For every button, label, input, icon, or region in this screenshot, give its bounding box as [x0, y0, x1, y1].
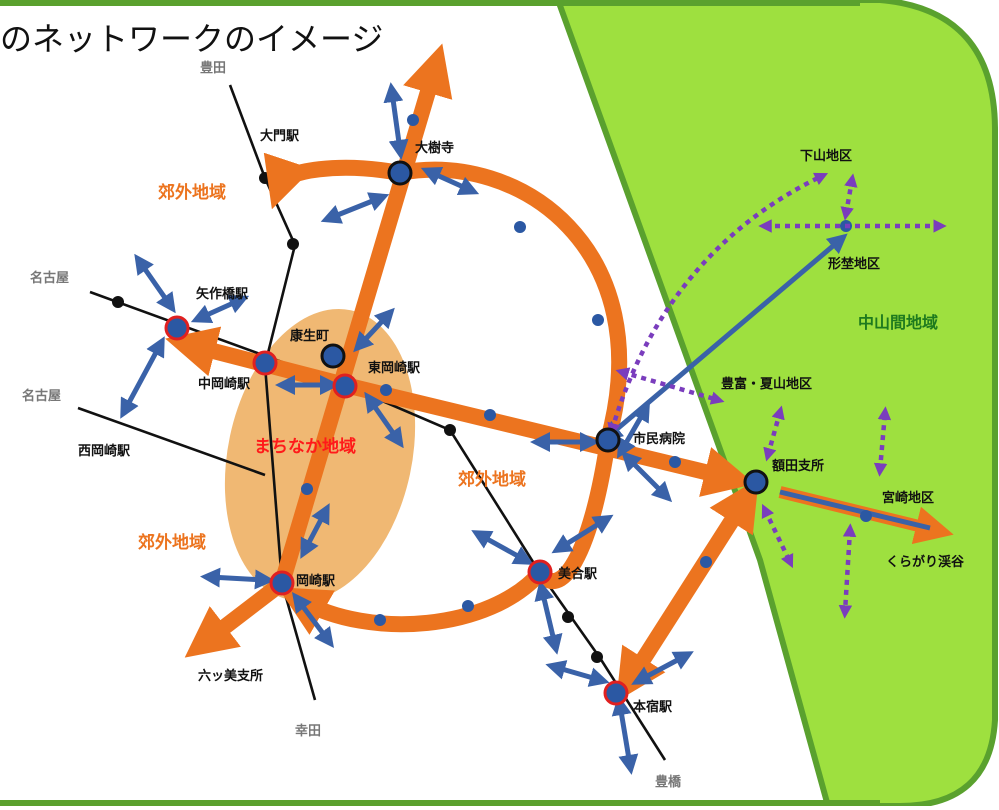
label-nagoya-1: 名古屋	[30, 270, 69, 286]
label-daimon: 大門駅	[260, 128, 300, 144]
destination-labels: 豊田 名古屋 名古屋 幸田 豊橋	[22, 60, 682, 790]
label-shimin-byoin: 市民病院	[633, 431, 685, 447]
label-keiyo: 形埜地区	[828, 256, 880, 272]
on-demand-arrows	[607, 172, 947, 619]
label-daijuji: 大樹寺	[415, 140, 454, 156]
area-labels: 郊外地域 郊外地域 郊外地域 まちなか地域 中山間地域	[138, 182, 938, 553]
label-koseicho: 康生町	[290, 328, 329, 344]
label-suburban-center: 郊外地域	[458, 469, 526, 490]
label-miyazaki: 宮崎地区	[882, 490, 934, 506]
map-title: のネットワークのイメージ	[0, 20, 384, 58]
label-suburban-upper-left: 郊外地域	[158, 182, 226, 203]
label-suburban-lower-left: 郊外地域	[138, 532, 206, 553]
label-mutsumi: 六ッ美支所	[198, 668, 263, 684]
hub-nodes	[164, 160, 769, 706]
station-labels: 大門駅 矢作橋駅 西岡崎駅 中岡崎駅 東岡崎駅 岡崎駅 美合駅 本宿駅	[78, 128, 673, 715]
label-toyota: 豊田	[200, 60, 226, 76]
label-nishiokazaki: 西岡崎駅	[78, 443, 131, 459]
label-shimoyama: 下山地区	[800, 148, 852, 164]
label-mountain: 中山間地域	[858, 313, 938, 332]
label-nakaokazaki: 中岡崎駅	[198, 376, 251, 392]
label-okazaki: 岡崎駅	[296, 573, 336, 589]
label-kuragari: くらがり渓谷	[886, 554, 965, 570]
label-mitsugi: 美合駅	[558, 566, 598, 582]
label-kota: 幸田	[295, 723, 321, 739]
label-yahagibashi: 矢作橋駅	[196, 286, 249, 302]
label-motojuku: 本宿駅	[633, 699, 673, 715]
label-nukata: 額田支所	[771, 458, 824, 474]
label-higashiokazaki: 東岡崎駅	[368, 360, 421, 376]
label-toyohashi: 豊橋	[655, 774, 682, 790]
label-machinaka: まちなか地域	[254, 436, 356, 457]
kuragari-route	[779, 489, 931, 531]
label-nagoya-2: 名古屋	[22, 388, 61, 404]
place-labels: 大樹寺 康生町 市民病院 六ッ美支所 額田支所 下山地区 形埜地区 豊富・夏山地…	[198, 140, 965, 684]
label-toyotomi: 豊富・夏山地区	[721, 376, 812, 392]
